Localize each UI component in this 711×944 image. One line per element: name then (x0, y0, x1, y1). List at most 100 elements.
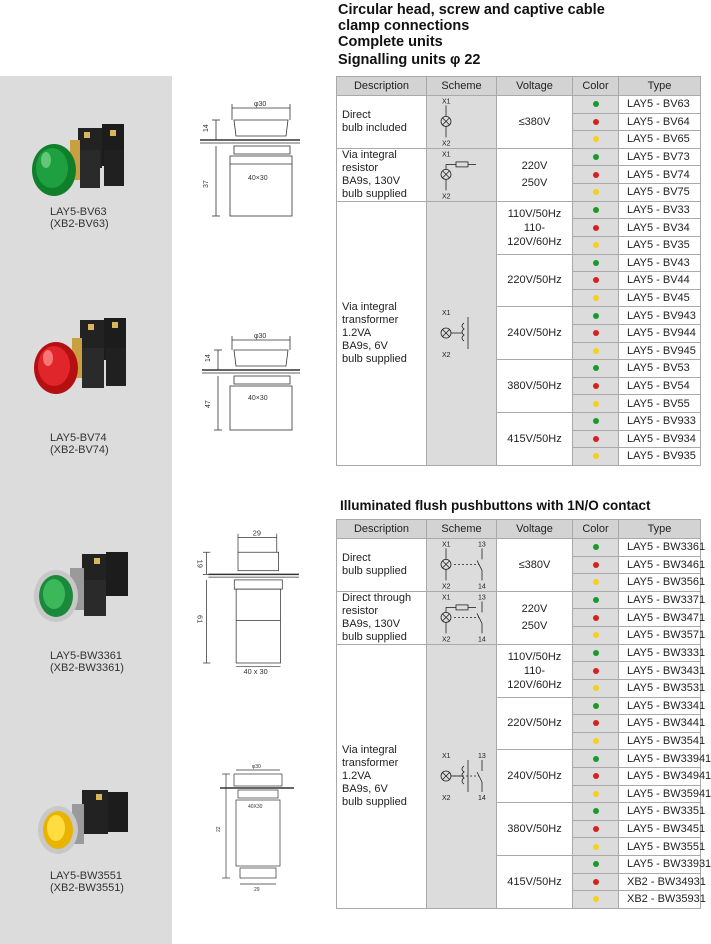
yellow-color-dot (592, 685, 599, 692)
color-cell (572, 183, 619, 202)
voltage-label: 240V/50Hz (507, 327, 562, 340)
type-cell: LAY5 - BW35941 (618, 784, 711, 804)
scheme-label-13: 13 (477, 542, 485, 549)
type-cell: LAY5 - BW3561 (618, 573, 705, 592)
yellow-color-dot (592, 295, 599, 302)
voltage-cell: 380V/50Hz (496, 359, 573, 413)
type-cell: LAY5 - BV944 (618, 323, 701, 343)
header-line-3: Complete units (338, 34, 443, 50)
color-cell (572, 271, 619, 290)
description-line: bulb supplied (342, 795, 407, 808)
color-cell (572, 802, 619, 821)
d4-top-dim: φ30 (252, 764, 261, 770)
description-line: resistor (342, 604, 379, 617)
scheme-label-x2: X2 (442, 141, 451, 148)
type-cell: LAY5 - BV35 (618, 235, 701, 255)
green-color-dot (592, 101, 599, 108)
type-cell: LAY5 - BW3461 (618, 555, 705, 575)
green-pilot-lamp-image (32, 124, 124, 196)
voltage-cell: ≤380V (496, 95, 573, 149)
green-color-dot (592, 418, 599, 425)
voltage-cell: 415V/50Hz (496, 411, 573, 466)
green-color-dot (592, 755, 599, 762)
dimension-drawing-bv63: φ30 40×30 14 37 (200, 101, 300, 217)
green-color-dot (592, 154, 599, 161)
color-cell (572, 429, 619, 449)
color-cell (572, 394, 619, 413)
red-color-dot (592, 383, 599, 390)
description-line: bulb supplied (342, 187, 407, 200)
description-line: 1.2VA (342, 769, 372, 782)
type-cell: LAY5 - BW3571 (618, 626, 705, 645)
table-row: LAY5 - BW3531 (337, 678, 705, 698)
yellow-color-dot (592, 790, 599, 797)
d3-top-dim: 29 (253, 529, 261, 538)
scheme-label-x2: X2 (442, 637, 451, 644)
color-cell (572, 218, 619, 237)
type-cell: LAY5 - BV935 (618, 447, 701, 466)
d1-h2-dim: 37 (203, 180, 210, 188)
type-cell: LAY5 - BW3471 (618, 608, 705, 628)
d3-h2-dim: 61 (195, 615, 204, 623)
col-description-header: Description (336, 76, 427, 96)
voltage-cell: 220V/50Hz (496, 696, 573, 751)
d2-h1-dim: 14 (205, 354, 212, 362)
scheme-label-x1: X1 (442, 99, 451, 106)
color-cell (572, 95, 619, 114)
color-cell (572, 872, 619, 892)
table-row: LAY5 - BW3561 (337, 573, 705, 592)
color-cell (572, 538, 619, 557)
type-cell: LAY5 - BV74 (618, 165, 701, 185)
green-color-dot (592, 702, 599, 709)
header-line-1: Circular head, screw and captive cable (338, 2, 605, 18)
description-line: Via integral (342, 148, 397, 161)
type-cell: LAY5 - BV45 (618, 288, 701, 308)
d1-h1-dim: 14 (203, 124, 210, 132)
type-cell: LAY5 - BW33931 (618, 854, 711, 874)
type-cell: LAY5 - BV945 (618, 341, 701, 361)
description-line: bulb included (342, 121, 407, 134)
green-color-dot (592, 861, 599, 868)
color-cell (572, 288, 619, 308)
signalling-units-table: Description Scheme Voltage Color Type Di… (336, 76, 701, 466)
d2-top-dim: φ30 (254, 333, 266, 340)
voltage-cell: ≤380V (496, 538, 573, 592)
color-cell (572, 608, 619, 628)
description-line: BA9s, 6V (342, 339, 388, 352)
voltage-label: 415V/50Hz (507, 875, 562, 888)
table-row: LAY5 - BW3451 (337, 819, 705, 839)
scheme-label-x1: X1 (442, 753, 451, 760)
red-color-dot (592, 720, 599, 727)
type-cell: LAY5 - BW34941 (618, 766, 711, 786)
voltage-label: ≤380V (518, 115, 551, 128)
table-row: LAY5 - BV944 (337, 323, 701, 343)
color-cell (572, 766, 619, 786)
color-cell (572, 235, 619, 255)
description-line: bulb supplied (342, 630, 407, 643)
section2-title: Illuminated flush pushbuttons with 1N/O … (340, 498, 651, 513)
dimension-drawing-bw3551: φ30 40X30 22 29 (216, 764, 294, 893)
scheme-label-x2: X2 (442, 795, 451, 802)
table-row: XB2 - BW34931 (337, 872, 706, 892)
type-cell: LAY5 - BW3531 (618, 678, 705, 698)
description-line: Direct (342, 551, 371, 564)
col-color-header: Color (572, 76, 619, 96)
color-cell (572, 854, 619, 874)
red-pilot-lamp-image (34, 318, 126, 394)
voltage-label: 110-120V/60Hz (507, 664, 562, 691)
green-flush-pushbutton-image (34, 552, 128, 622)
